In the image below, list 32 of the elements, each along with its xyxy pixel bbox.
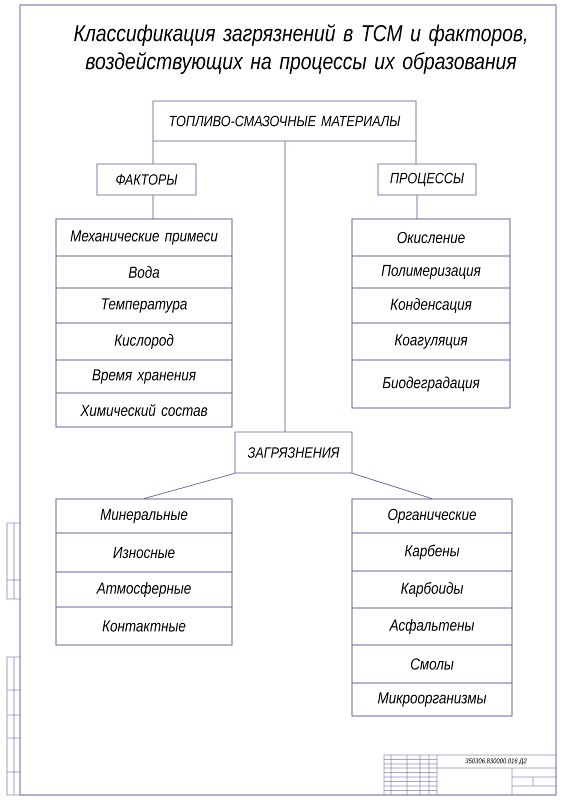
list-row: Карбены	[352, 532, 512, 572]
list-row: Время хранения	[56, 360, 232, 394]
list-row: Механические примеси	[56, 218, 232, 256]
list-row: Органические	[352, 498, 512, 534]
category-box: ПРОЦЕССЫ	[378, 164, 476, 196]
list-row: Смолы	[352, 644, 512, 684]
diagram-title: Классификация загрязнений в ТСМ и факторов, воздействующих на процессы их образования	[74, 24, 526, 74]
list-row: Контактные	[56, 606, 232, 646]
connector-line	[152, 195, 154, 219]
list-row: Окисление	[352, 218, 510, 256]
category-box: ЗАГРЯЗНЕНИЯ	[234, 432, 352, 474]
list-row: Асфальтены	[352, 608, 512, 646]
list-row: Микроорганизмы	[352, 682, 512, 716]
list-row: Полимеризация	[352, 256, 510, 288]
list-row: Износные	[56, 532, 232, 572]
list-row: Кислород	[56, 322, 232, 360]
list-row: Биодеградация	[352, 360, 510, 408]
connector-line	[152, 141, 154, 164]
connector-line	[352, 473, 432, 499]
list-row: Атмосферные	[56, 572, 232, 608]
connector-line	[144, 473, 235, 499]
category-box: ФАКТОРЫ	[96, 164, 196, 196]
category-box: ТОПЛИВО-СМАЗОЧНЫЕ МАТЕРИАЛЫ	[152, 100, 416, 142]
list-row: Температура	[56, 288, 232, 324]
list-row: Минеральные	[56, 498, 232, 534]
connector-line	[416, 195, 418, 219]
connector-line	[284, 141, 286, 432]
list-row: Химический состав	[56, 392, 232, 428]
list-row: Вода	[56, 256, 232, 288]
list-row: Конденсация	[352, 288, 510, 324]
list-row: Коагуляция	[352, 322, 510, 360]
list-row: Карбоиды	[352, 570, 512, 608]
